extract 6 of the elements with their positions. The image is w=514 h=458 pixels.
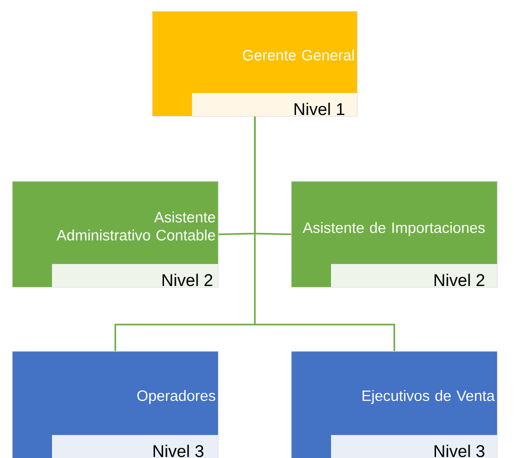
level-tab: Nivel 3 xyxy=(331,435,497,458)
level-tab: Nivel 3 xyxy=(52,435,218,458)
level-tab: Nivel 1 xyxy=(192,93,357,116)
connector-line xyxy=(254,116,396,351)
level-tab: Nivel 2 xyxy=(331,264,497,287)
level-tab: Nivel 2 xyxy=(52,264,218,287)
